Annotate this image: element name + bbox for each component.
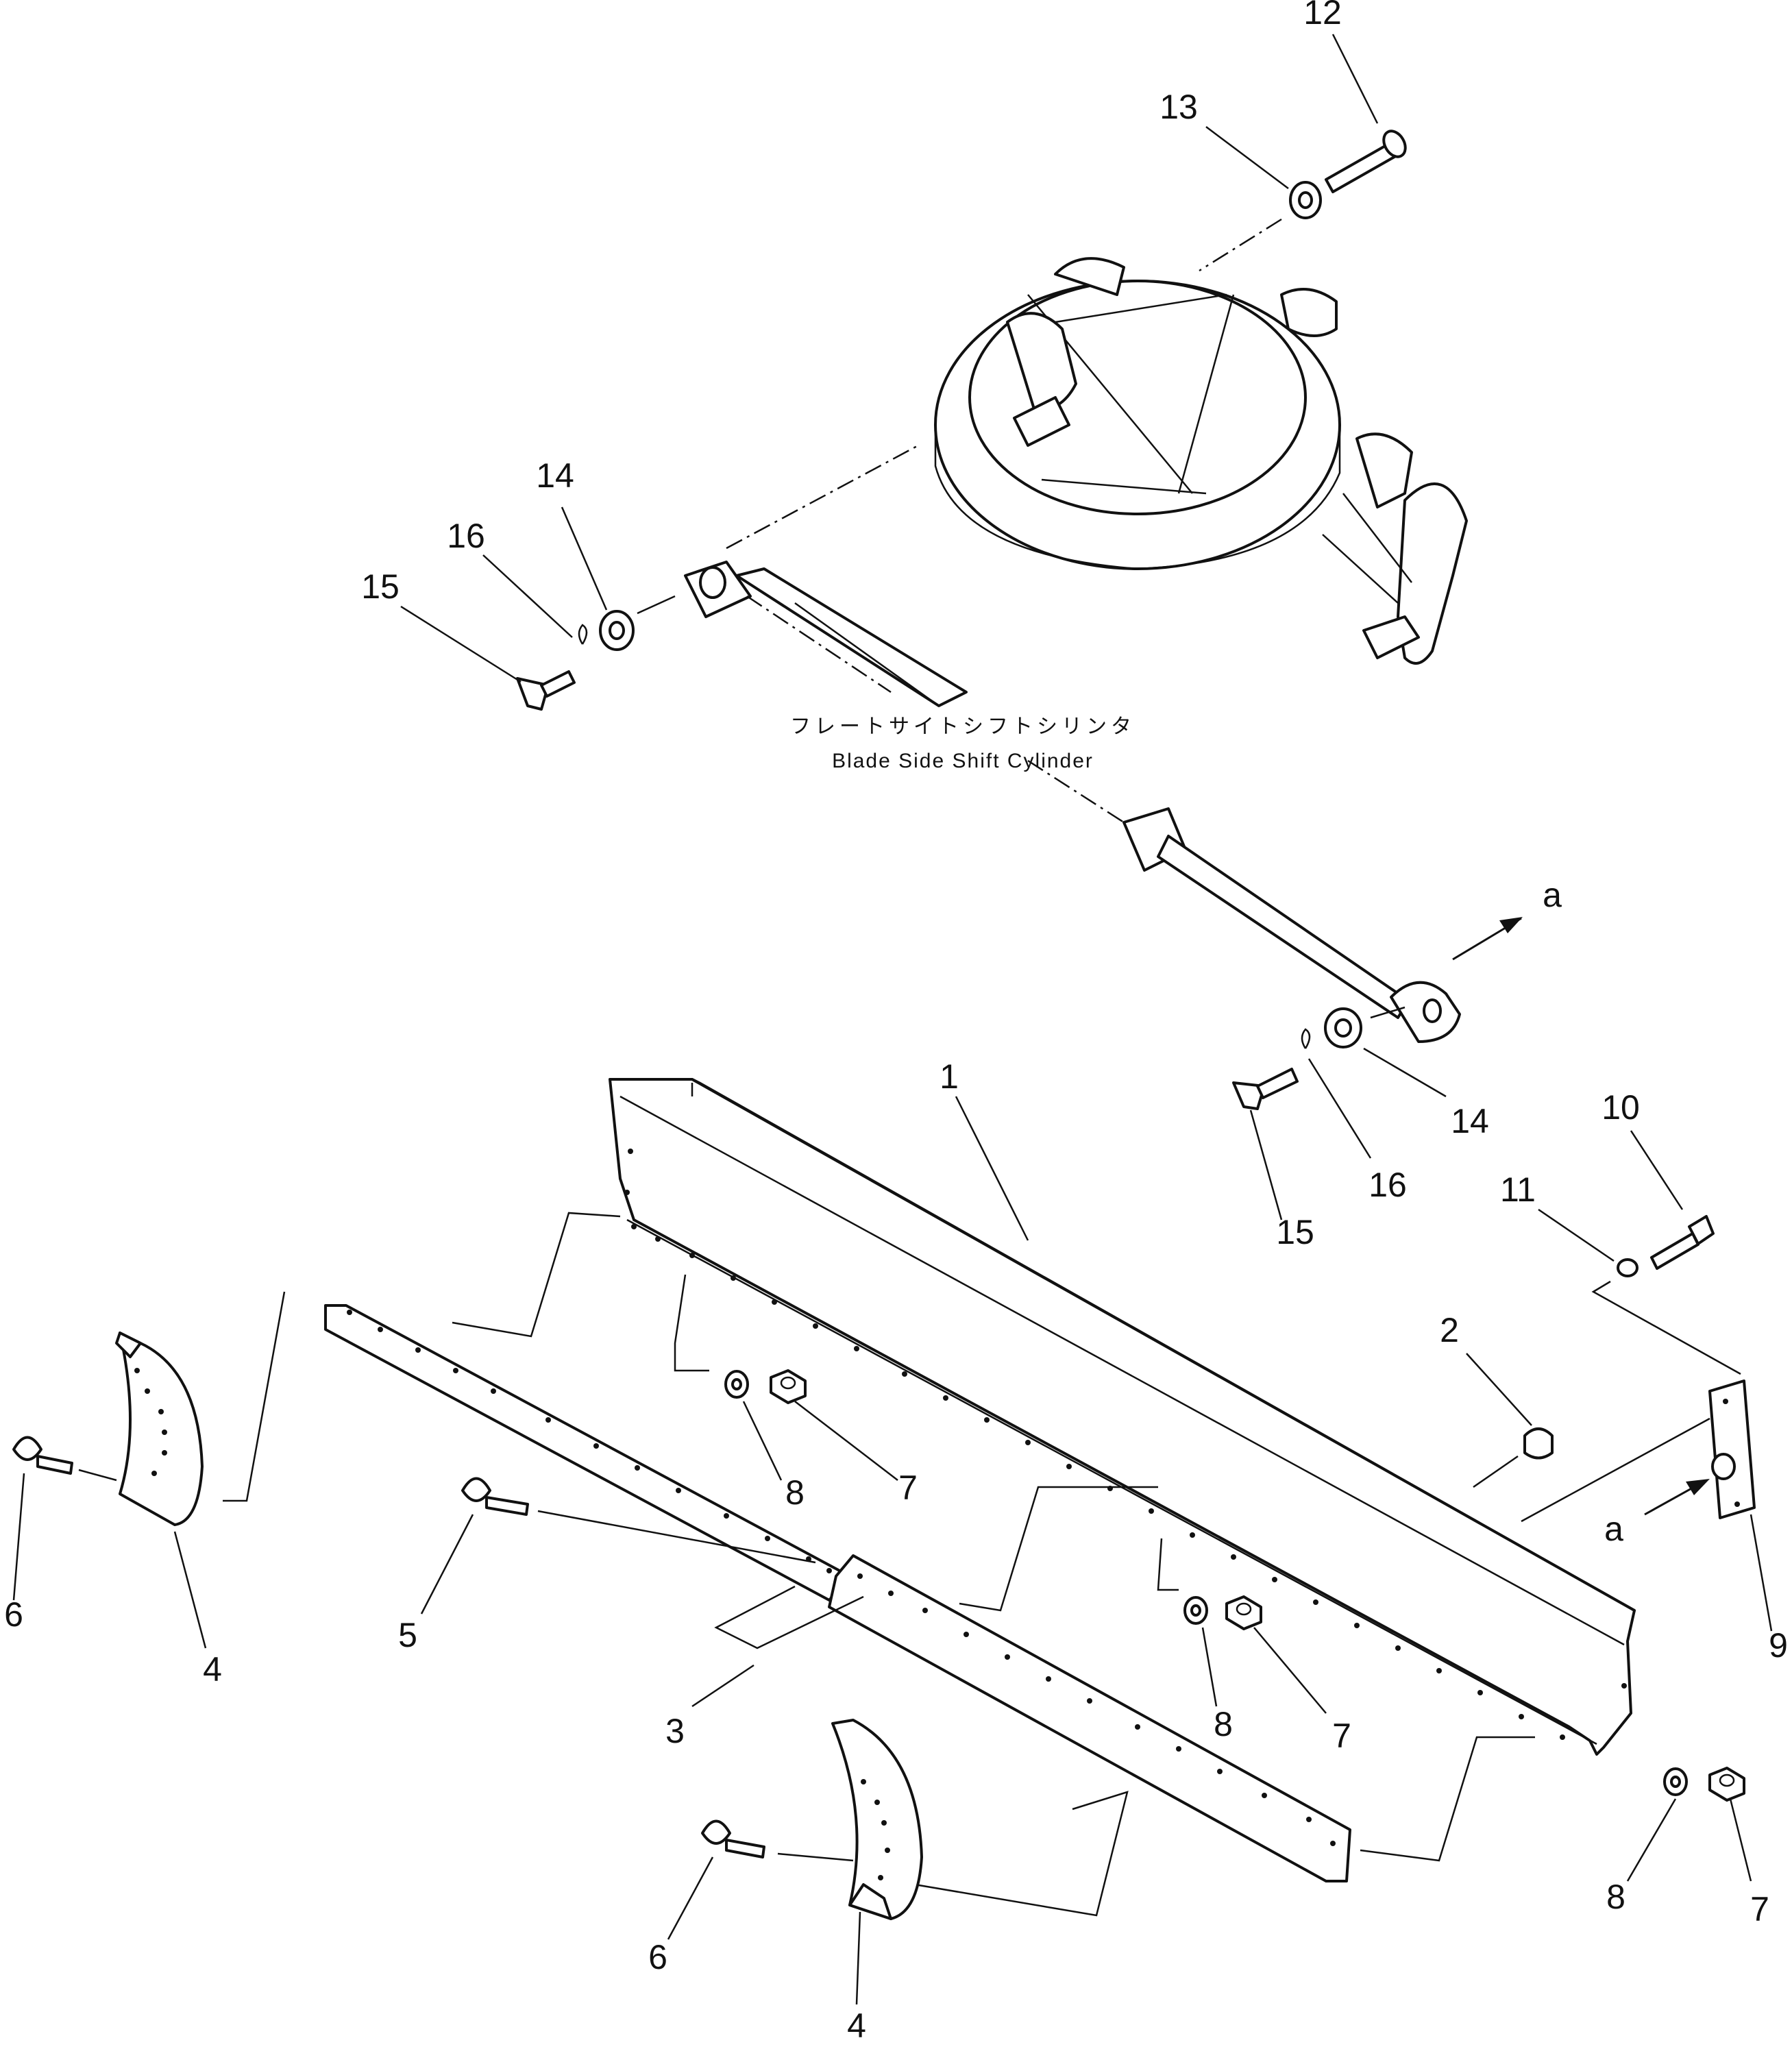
callout-10: 10 [1601, 1088, 1640, 1127]
callout-14-left: 14 [536, 456, 574, 495]
callout-16-right: 16 [1368, 1166, 1407, 1204]
callout-15-left: 15 [361, 567, 400, 606]
caption-japanese: フレートサイトシフトシリンタ [790, 715, 1136, 738]
callout-4-left: 4 [203, 1650, 222, 1689]
cutting-edge-3-left [324, 1304, 851, 1602]
cutting-edge-right-holes [857, 1573, 1336, 1846]
bolt-10 [1650, 1215, 1715, 1270]
pin-12 [1325, 130, 1407, 193]
callout-7-middle: 7 [1332, 1717, 1351, 1755]
plow-bolt-6-left [12, 1436, 73, 1475]
nut-7-upper [770, 1369, 807, 1404]
callout-5: 5 [398, 1616, 417, 1654]
callout-9: 9 [1769, 1626, 1788, 1665]
plate-9 [1708, 1379, 1756, 1519]
callout-numbers: 12 13 14 16 15 14 16 15 10 11 1 2 9 8 7 … [4, 0, 1788, 2045]
callout-2: 2 [1440, 1311, 1459, 1349]
end-bit-4-right [831, 1719, 923, 1920]
caption-english: Blade Side Shift Cylinder [832, 750, 1094, 772]
bolt-15-left [516, 670, 576, 711]
view-arrow-a-lower: a [1604, 1479, 1710, 1548]
callout-8-lower: 8 [1606, 1878, 1625, 1916]
callout-8-middle: 8 [1214, 1705, 1233, 1743]
nut-7-lower [1708, 1767, 1745, 1802]
callout-11: 11 [1500, 1170, 1536, 1209]
end-bit-4-left [115, 1332, 204, 1526]
lockwasher-16-left [578, 624, 588, 645]
washer-13 [1289, 181, 1322, 219]
fitting-2 [1523, 1427, 1554, 1460]
view-marker-a-lower: a [1604, 1510, 1623, 1548]
lockwasher-16-right [1301, 1028, 1311, 1049]
callout-6-left: 6 [4, 1595, 23, 1634]
callout-1: 1 [940, 1057, 959, 1096]
callout-8-upper: 8 [785, 1473, 805, 1512]
callout-16-left: 16 [447, 517, 485, 555]
callout-leaders [12, 34, 1773, 2005]
cutting-edge-left-holes [347, 1310, 832, 1573]
callout-7-lower: 7 [1750, 1890, 1769, 1928]
washer-14-right [1324, 1007, 1362, 1048]
circle-ring-frame [934, 257, 1468, 665]
callout-6-right: 6 [648, 1938, 667, 1976]
callout-13: 13 [1159, 88, 1198, 126]
nut-7-middle [1225, 1595, 1262, 1630]
callout-14-right: 14 [1451, 1102, 1489, 1140]
cutting-edge-3-right [828, 1554, 1351, 1882]
washer-11 [1617, 1258, 1638, 1277]
washer-8-middle [1183, 1596, 1208, 1625]
bolt-15-right [1232, 1068, 1299, 1110]
washer-8-upper [724, 1370, 749, 1399]
washer-14-left [599, 610, 635, 651]
plow-bolt-5 [461, 1477, 529, 1516]
callout-7-upper: 7 [898, 1469, 918, 1507]
washer-8-lower [1663, 1767, 1688, 1796]
blade-side-shift-cylinder [684, 561, 1461, 1043]
plow-bolt-6-right [701, 1819, 765, 1858]
view-marker-a-upper: a [1543, 876, 1562, 914]
callout-12: 12 [1303, 0, 1342, 32]
callout-4-right: 4 [847, 2007, 866, 2045]
callout-3: 3 [665, 1712, 685, 1750]
view-arrow-a-upper: a [1452, 876, 1562, 961]
blade-1 [609, 1078, 1636, 1756]
callout-15-right: 15 [1276, 1213, 1314, 1251]
